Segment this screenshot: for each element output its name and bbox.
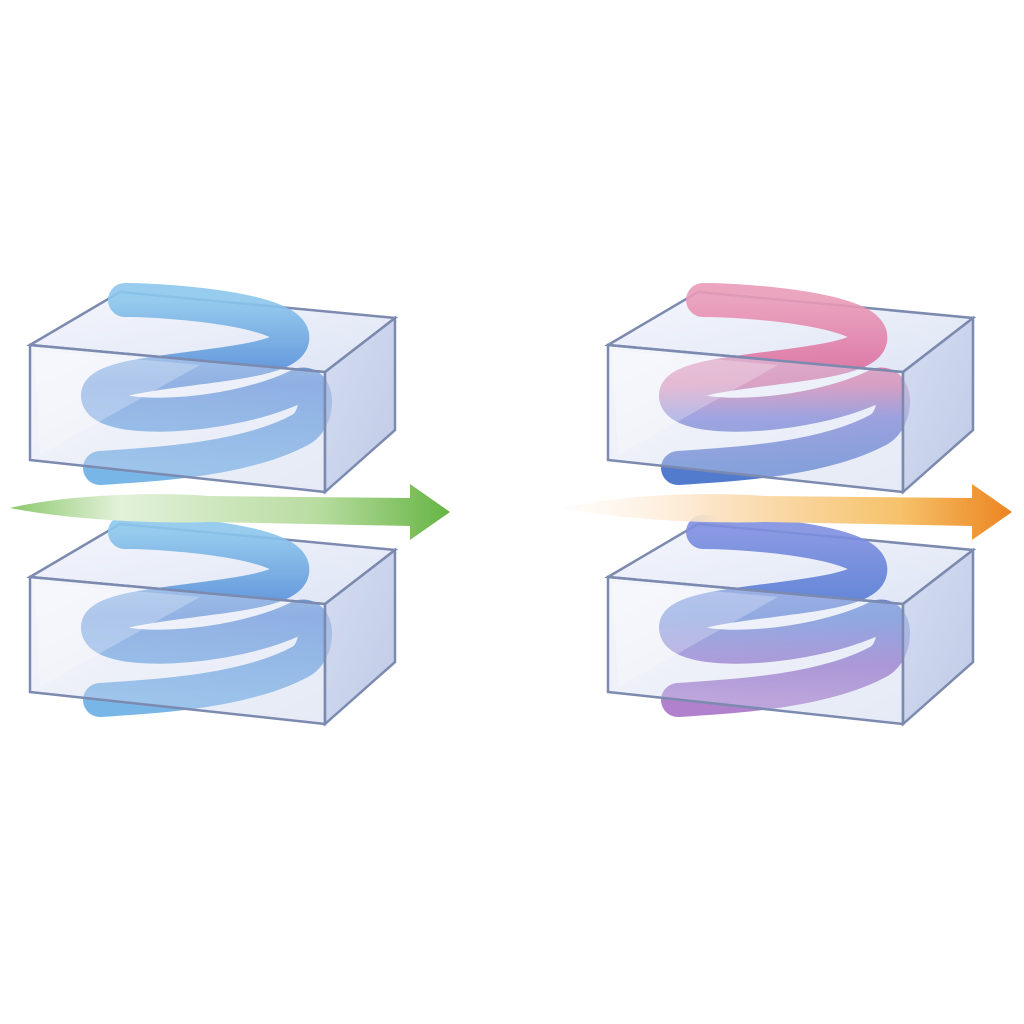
box-gloss: [34, 582, 200, 687]
left-bottom-box: [26, 515, 399, 727]
arrow-shape: [10, 484, 450, 540]
left-top-box: [26, 283, 399, 495]
box-side-face: [901, 547, 975, 727]
right-top-box: [604, 283, 977, 495]
box-gloss: [612, 582, 778, 687]
box-side-face: [323, 315, 397, 495]
left-arrow-green: [10, 484, 450, 540]
arrow-shape: [562, 484, 1012, 540]
box-side-face: [901, 315, 975, 495]
right-arrow-orange: [562, 484, 1012, 540]
box-gloss: [612, 350, 778, 455]
box-gloss: [34, 350, 200, 455]
right-bottom-box: [604, 515, 977, 727]
box-side-face: [323, 547, 397, 727]
